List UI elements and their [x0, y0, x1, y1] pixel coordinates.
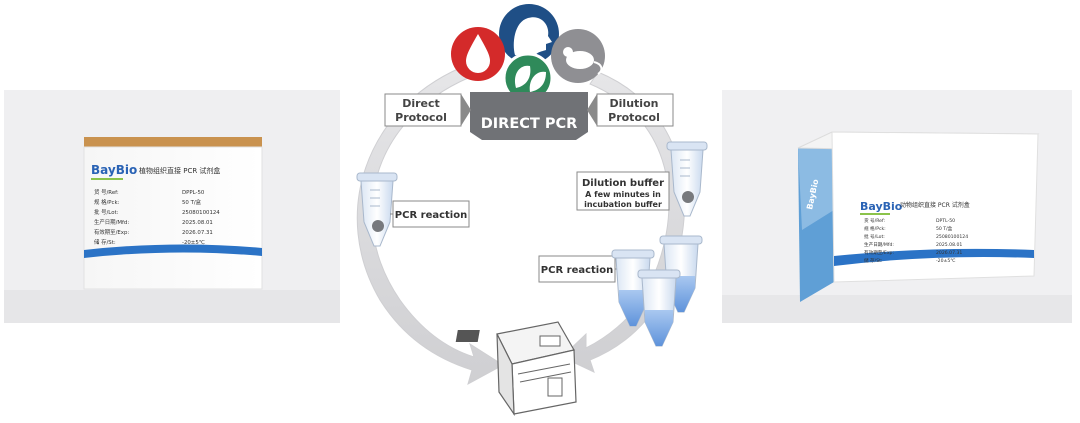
- dilution-buffer-label: Dilution buffer A few minutes in incubat…: [576, 171, 670, 211]
- svg-text:生产日期/Mfd:: 生产日期/Mfd:: [864, 241, 894, 248]
- svg-text:规 格/Pck:: 规 格/Pck:: [94, 198, 120, 206]
- box-top-edge: [84, 137, 262, 147]
- pcr-tubes-group-icon: [611, 235, 703, 347]
- svg-text:货 号/Ref:: 货 号/Ref:: [864, 217, 885, 224]
- label-table: 货 号/Ref: DPPL-50 规 格/Pck: 50 T/盒 批 号/Lot…: [94, 188, 220, 246]
- svg-text:2026.07.31: 2026.07.31: [182, 230, 213, 236]
- svg-text:DPTL-50: DPTL-50: [936, 218, 955, 224]
- right-product-photo: BayBio BayBio 动物组织直接 PCR 试剂盒 货 号/Ref: DP…: [722, 90, 1072, 323]
- svg-text:50 T/盒: 50 T/盒: [936, 225, 953, 232]
- dilution-protocol-tag: Dilution Protocol: [587, 93, 674, 127]
- product-name: 动物组织直接 PCR 试剂盒: [900, 201, 970, 209]
- direct-pcr-diagram: DIRECT PCR Direct Protocol Dilution Prot…: [356, 4, 708, 417]
- product-name: 植物组织直接 PCR 试剂盒: [139, 166, 220, 175]
- left-box-illustration: BayBio 植物组织直接 PCR 试剂盒 货 号/Ref: DPPL-50 规…: [4, 90, 340, 323]
- svg-text:PCR reaction: PCR reaction: [541, 265, 613, 276]
- brand-logo: BayBio: [91, 163, 137, 177]
- svg-text:25080100124: 25080100124: [182, 210, 220, 216]
- svg-text:有效期至/Exp:: 有效期至/Exp:: [94, 228, 129, 236]
- svg-text:2025.08.01: 2025.08.01: [182, 220, 213, 226]
- left-product-photo: BayBio 植物组织直接 PCR 试剂盒 货 号/Ref: DPPL-50 规…: [4, 90, 340, 323]
- box-face: [831, 131, 1039, 283]
- svg-text:incubation buffer: incubation buffer: [584, 200, 662, 209]
- box-blue-stripe: [84, 244, 262, 258]
- svg-text:Protocol: Protocol: [395, 111, 447, 124]
- svg-text:-20±5℃: -20±5℃: [936, 258, 955, 264]
- svg-text:Dilution buffer: Dilution buffer: [582, 178, 664, 189]
- center-title: DIRECT PCR: [481, 116, 578, 132]
- left-pcr-tube-icon: [356, 172, 398, 247]
- svg-text:50 T/盒: 50 T/盒: [182, 198, 202, 206]
- svg-text:生产日期/Mfd:: 生产日期/Mfd:: [94, 218, 129, 226]
- svg-text:25080100124: 25080100124: [936, 234, 968, 240]
- center-title-block: [470, 92, 588, 140]
- svg-text:储 存/St:: 储 存/St:: [864, 257, 883, 264]
- pcr-reaction-label-left: PCR reaction: [390, 200, 470, 228]
- svg-text:批 号/Lot:: 批 号/Lot:: [94, 208, 119, 216]
- box-blue-stripe: [834, 248, 1034, 266]
- svg-text:2026.07.31: 2026.07.31: [936, 250, 962, 256]
- svg-text:货 号/Ref:: 货 号/Ref:: [94, 188, 119, 196]
- label-table: 货 号/Ref: DPTL-50 规 格/Pck: 50 T/盒 批 号/Lot…: [864, 217, 968, 264]
- svg-text:批 号/Lot:: 批 号/Lot:: [864, 233, 885, 240]
- dilution-buffer-tube-icon: [666, 141, 708, 217]
- box-face: [83, 146, 263, 290]
- direct-protocol-tag: Direct Protocol: [384, 93, 471, 127]
- svg-text:2025.08.01: 2025.08.01: [936, 242, 962, 248]
- pcr-reaction-label-right: PCR reaction: [538, 255, 618, 283]
- svg-text:Direct: Direct: [402, 97, 440, 110]
- pcr-machine-icon: [455, 321, 577, 417]
- svg-text:有效期至/Exp:: 有效期至/Exp:: [864, 249, 894, 256]
- svg-text:-20±5℃: -20±5℃: [182, 240, 205, 246]
- svg-text:DPPL-50: DPPL-50: [182, 190, 205, 196]
- brand-logo: BayBio: [860, 200, 903, 213]
- svg-text:Protocol: Protocol: [608, 111, 660, 124]
- right-box-illustration: BayBio BayBio 动物组织直接 PCR 试剂盒 货 号/Ref: DP…: [722, 90, 1072, 323]
- svg-text:A few minutes in: A few minutes in: [585, 190, 661, 199]
- svg-text:储 存/St:: 储 存/St:: [94, 238, 116, 246]
- svg-text:PCR reaction: PCR reaction: [395, 210, 467, 221]
- svg-text:规 格/Pck:: 规 格/Pck:: [864, 225, 886, 232]
- svg-text:Dilution: Dilution: [610, 97, 659, 110]
- sample-icons: [451, 4, 605, 104]
